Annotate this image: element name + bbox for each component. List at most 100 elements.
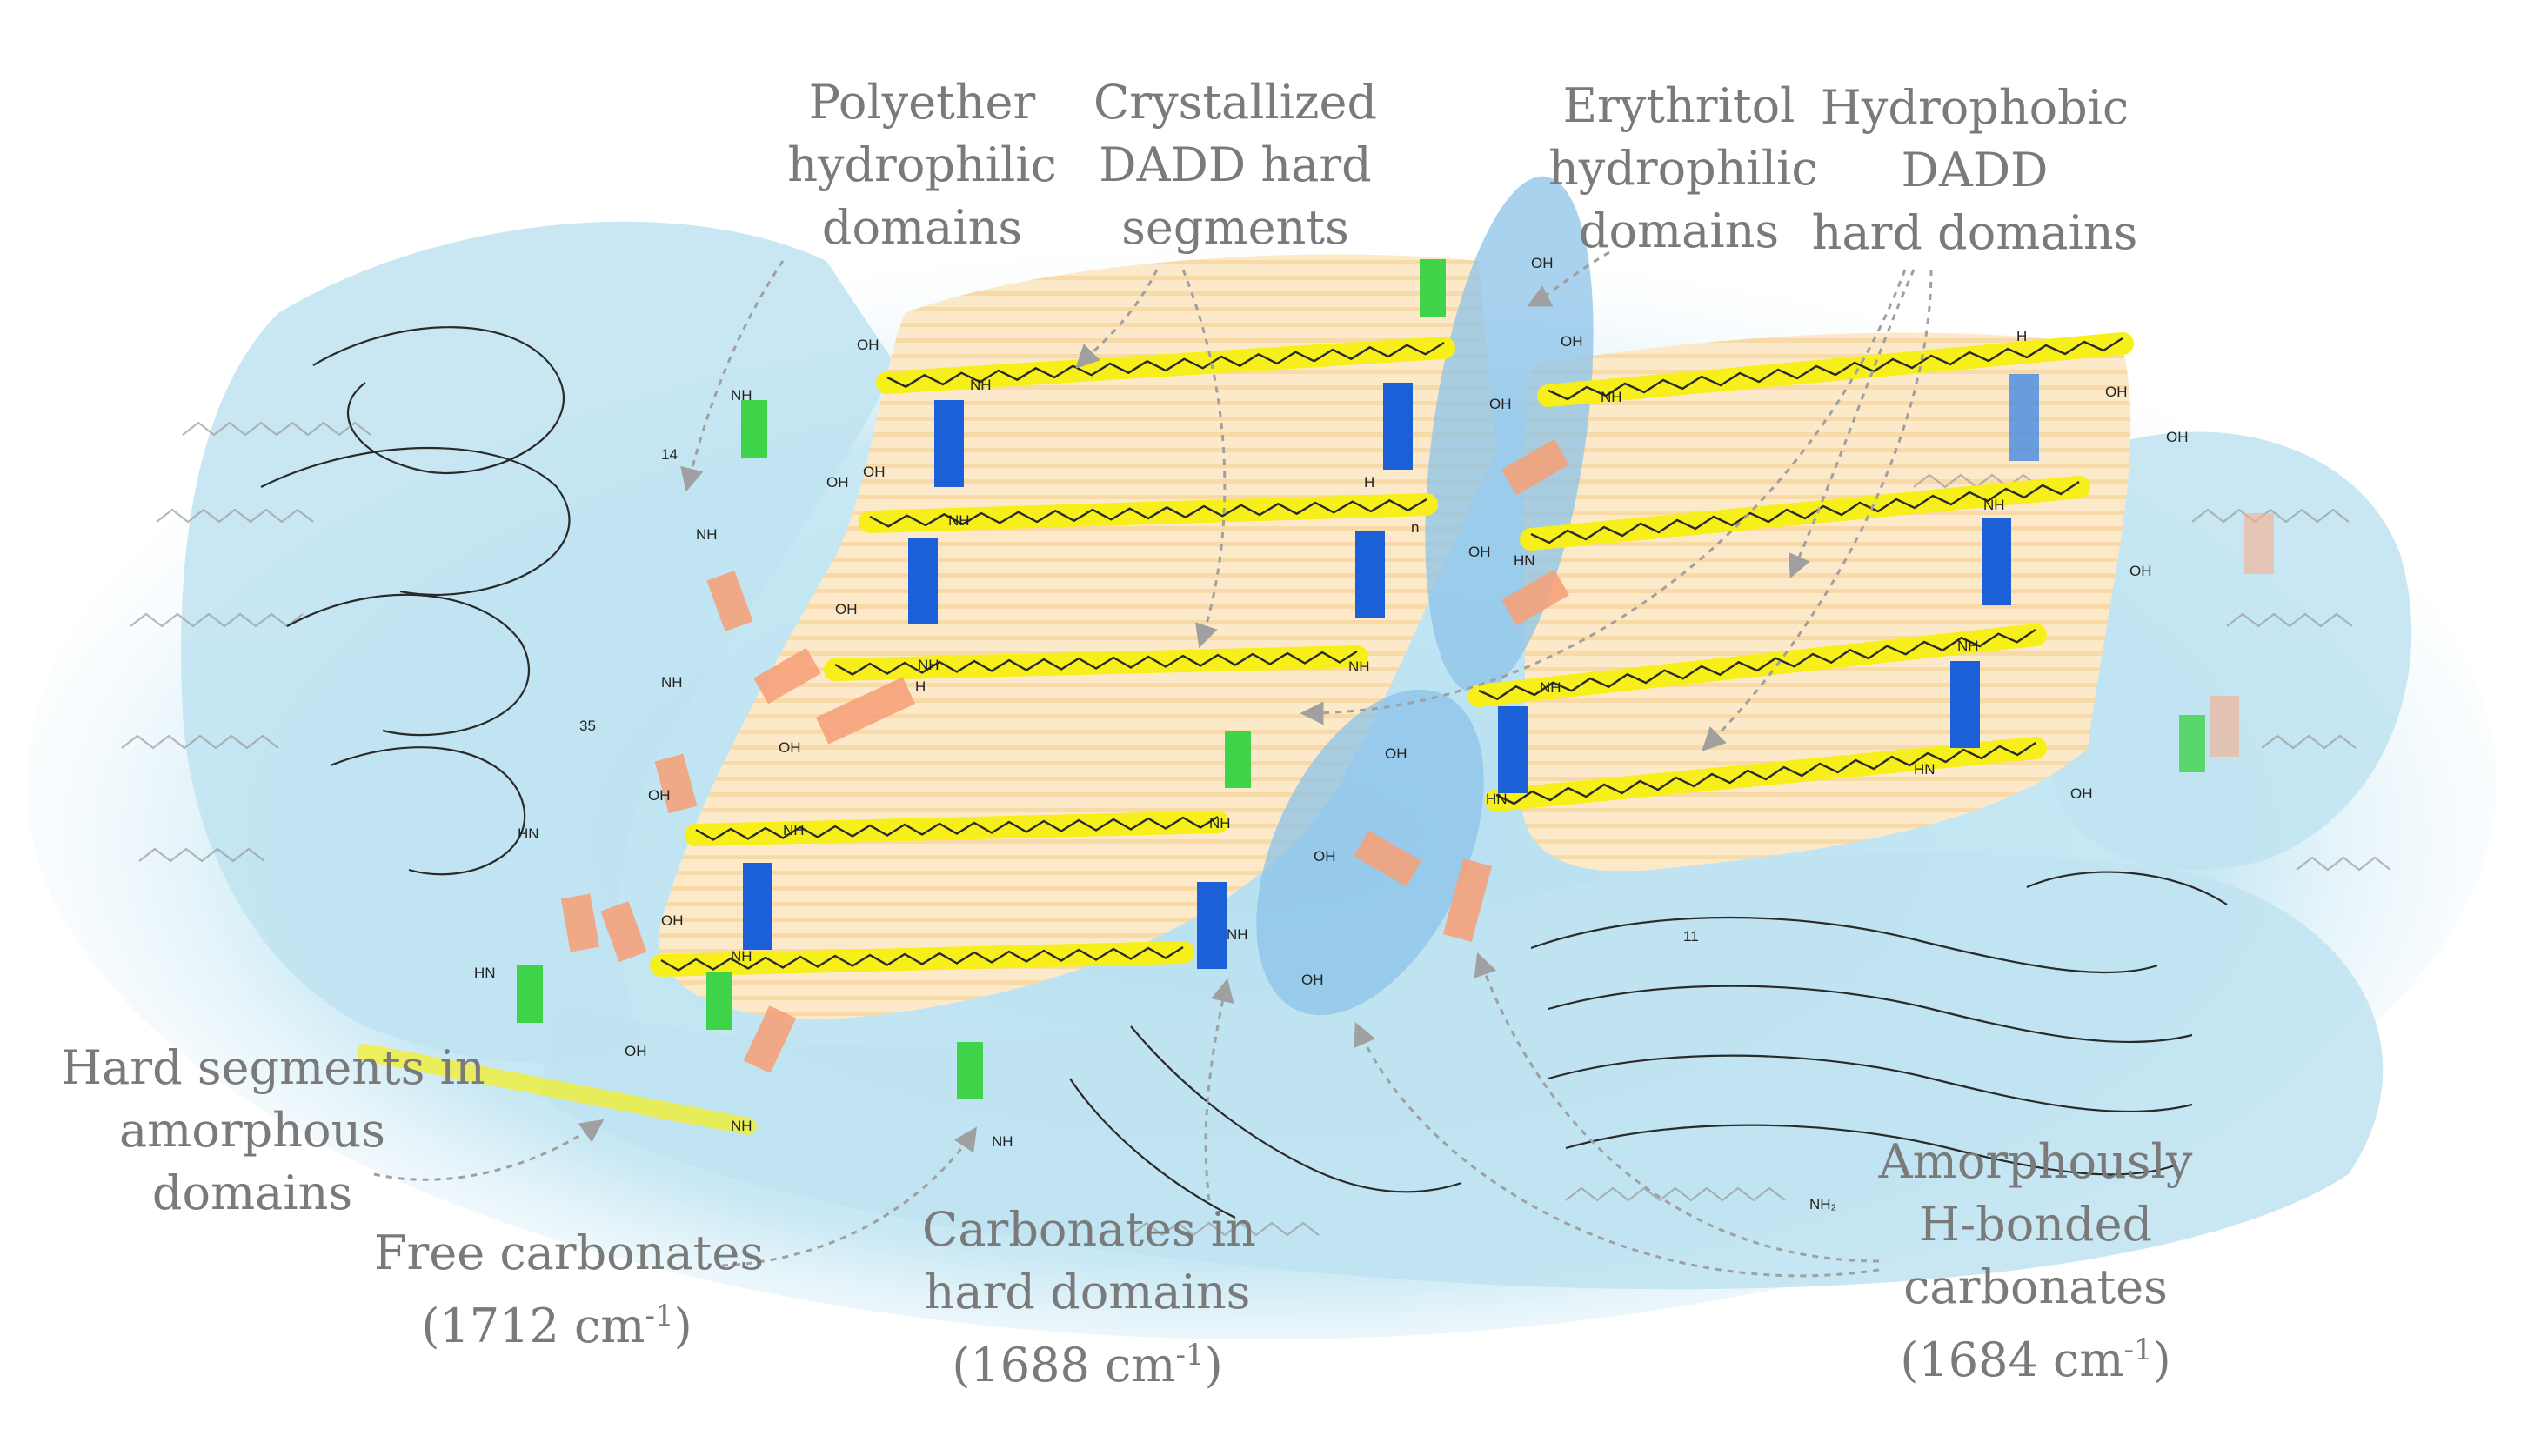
hn-label: HN xyxy=(474,965,496,981)
label-line: carbonates xyxy=(1903,1259,2168,1314)
hbond-markers xyxy=(560,438,2274,1073)
nh-label: NH xyxy=(1348,658,1370,675)
oh-label: OH xyxy=(1489,396,1512,412)
label-line: Hydrophobic xyxy=(1820,80,2129,135)
oh-label: OH xyxy=(779,739,801,756)
label-hard-segments-amorphous: Hard segments in amorphous domains xyxy=(61,1037,485,1225)
chain-8 xyxy=(1495,742,2036,805)
label-carbonates-in-hard-domains: Carbonates in hard domains (1688 cm-1) xyxy=(922,1199,1256,1397)
hn-label: HN xyxy=(1914,761,1936,778)
label-line: H-bonded xyxy=(1918,1197,2153,1252)
oh-label: OH xyxy=(2105,384,2128,400)
nh-label: NH xyxy=(661,674,683,691)
h-label: H xyxy=(2016,328,2027,344)
chem-labels: OH OH OH OH OH OH OH OH OH OH OH OH OH O… xyxy=(474,255,2189,1212)
chain-4 xyxy=(1530,481,2080,544)
nh-label: NH xyxy=(970,377,992,393)
wavenumber-close: ) xyxy=(673,1299,692,1353)
nh-label: NH xyxy=(731,948,752,965)
oh-label: OH xyxy=(2166,429,2189,445)
polyether-domain-bottom xyxy=(539,852,2384,1290)
carbonate-blue-2 xyxy=(1383,383,1413,470)
nh-label: NH xyxy=(1957,638,1979,654)
carbonate-blue-3 xyxy=(908,538,938,624)
oh-label: OH xyxy=(661,912,684,929)
carbonate-blue-10 xyxy=(1197,882,1227,969)
nh-label: NH xyxy=(1983,497,2005,513)
chain-1 xyxy=(886,341,1445,389)
hn-label: HN xyxy=(518,825,539,842)
arrow-polyether xyxy=(680,260,785,492)
annotation-arrows xyxy=(373,250,1933,1278)
arrow-carbonates-hard xyxy=(1204,978,1234,1201)
repeat-14-label: 14 xyxy=(661,446,678,463)
nh-label: NH xyxy=(731,387,752,404)
carbonate-green-3 xyxy=(1225,731,1251,788)
label-line: segments xyxy=(1121,200,1349,255)
carbonate-blue-4 xyxy=(1355,531,1385,618)
carbonate-blue-1 xyxy=(934,400,964,487)
wavenumber-value: (1712 cm xyxy=(421,1299,645,1353)
label-line: hard domains xyxy=(1811,205,2138,260)
chain-5 xyxy=(834,650,1358,676)
nh-label: NH xyxy=(918,657,939,673)
h-label: H xyxy=(915,678,926,695)
oh-label: OH xyxy=(835,601,858,618)
nh-label: NH xyxy=(948,512,970,529)
carbonate-blue-7 xyxy=(1950,661,1980,748)
arrow-free-carbonates xyxy=(721,1126,977,1267)
hn-label: HN xyxy=(1486,791,1508,807)
label-amorphously-h-bonded-carbonates: Amorphously H-bonded carbonates (1684 cm… xyxy=(1870,1131,2201,1392)
label-line: Erythritol xyxy=(1562,78,1795,133)
label-wavenumber: (1712 cm-1) xyxy=(374,1285,739,1358)
arrow-hard-amorphous xyxy=(373,1119,605,1181)
h-label: H xyxy=(1364,474,1374,491)
nh-label: NH xyxy=(731,1118,752,1134)
label-erythritol-hydrophilic-domains: Erythritol hydrophilic domains xyxy=(1548,75,1818,263)
label-line: DADD hard xyxy=(1099,137,1372,192)
oh-label: OH xyxy=(826,474,849,491)
wavenumber-close: ) xyxy=(2152,1332,2171,1387)
chain-7 xyxy=(695,815,1219,841)
oh-label: OH xyxy=(1468,544,1491,560)
chain-9 xyxy=(660,945,1184,972)
nh-label: NH xyxy=(696,526,718,543)
nh-label: NH xyxy=(1227,926,1248,943)
label-line: amorphous xyxy=(118,1103,386,1158)
label-line: Crystallized xyxy=(1093,75,1378,130)
label-line: Hard segments in xyxy=(61,1040,485,1095)
carbonate-green-7 xyxy=(2179,715,2205,772)
arrow-amorphous-hbond-2 xyxy=(1354,1022,1880,1278)
wavenumber-exponent: -1 xyxy=(1175,1338,1205,1373)
arrow-crystallized-1 xyxy=(1075,269,1159,369)
repeat-11-label: 11 xyxy=(1683,928,1699,945)
carbonate-green-1 xyxy=(741,400,767,458)
label-line: DADD xyxy=(1901,143,2049,197)
label-line: Amorphously xyxy=(1878,1134,2193,1189)
nh-label: NH xyxy=(1209,815,1231,832)
oh-label: OH xyxy=(2129,563,2152,579)
nh2-label: NH₂ xyxy=(1809,1196,1836,1212)
label-line: domains xyxy=(1578,204,1780,258)
carbonate-green-2 xyxy=(1420,259,1446,317)
ghost-chains xyxy=(121,421,2391,1237)
hn-label: HN xyxy=(1514,552,1535,569)
carbonate-markers xyxy=(517,259,2205,1099)
label-line: Carbonates in xyxy=(922,1202,1256,1257)
repeat-35-label: 35 xyxy=(579,718,596,734)
label-line: domains xyxy=(821,200,1023,255)
carbonate-blue-8 xyxy=(1498,706,1528,793)
carbonate-green-4 xyxy=(517,965,543,1023)
label-line: hydrophilic xyxy=(787,137,1057,192)
dadd-chain-highlights xyxy=(357,332,2134,1135)
polyether-domain-left xyxy=(181,221,896,1063)
label-line: Polyether xyxy=(808,75,1036,130)
nh-label: NH xyxy=(1540,679,1561,696)
nh-label: NH xyxy=(783,822,805,838)
label-line: hard domains xyxy=(924,1265,1251,1319)
wavenumber-close: ) xyxy=(1204,1338,1223,1393)
arrow-hydrophobic-2 xyxy=(1702,269,1933,751)
carbonate-blue-5 xyxy=(2009,374,2039,461)
